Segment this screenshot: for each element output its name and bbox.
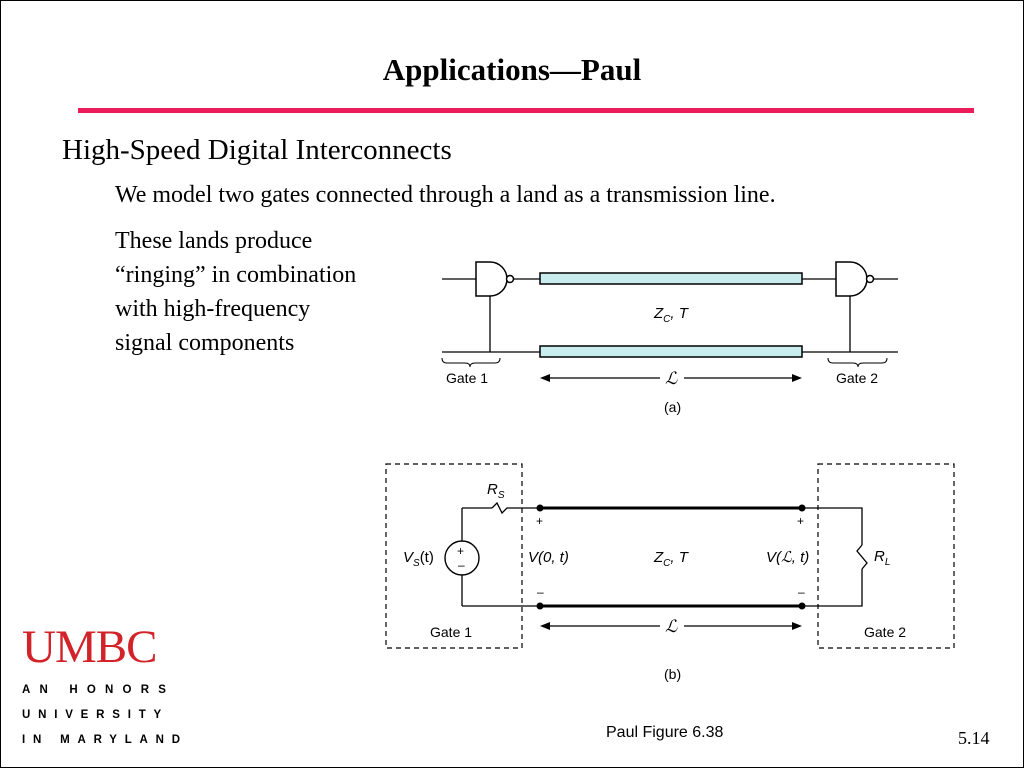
bullet-ringing-line: signal components (115, 330, 295, 356)
logo-tagline-1: AN HONORS (22, 684, 176, 696)
figure-a: ZC, T Gate 1 Gate 2 ℒ (a) (441, 261, 898, 415)
length-label: ℒ (665, 369, 678, 388)
v0-label: V(0, t) (528, 549, 569, 566)
logo-tagline-3: IN MARYLAND (22, 734, 188, 746)
rs-label: RS (487, 481, 505, 501)
bullet-ringing-line: “ringing” in combination (115, 262, 357, 288)
logo-tagline-2: UNIVERSITY (22, 709, 170, 721)
gate2-bracket (827, 357, 888, 368)
rl-label: RL (874, 548, 890, 568)
rl-resistor (856, 544, 868, 570)
vl-plus: + (797, 514, 804, 528)
length-arrow (540, 622, 802, 630)
gate1-label: Gate 1 (446, 370, 488, 386)
length-label: ℒ (665, 617, 678, 636)
bullet-model: We model two gates connected through a l… (115, 182, 776, 208)
line-parameters-label: ZC, T (653, 549, 690, 569)
line-parameters-label: ZC, T (653, 305, 690, 325)
node-bottom-left (536, 602, 544, 610)
nand-gate-1-icon (475, 261, 515, 297)
gate1-box (385, 463, 523, 649)
length-arrow (540, 374, 802, 382)
logo-wordmark: UMBC (22, 621, 157, 673)
load-bottom-wire (802, 569, 863, 607)
source-plus: + (457, 544, 464, 558)
vl-minus: – (798, 585, 805, 599)
v0-minus: – (537, 585, 544, 599)
gate2-box (817, 463, 955, 649)
part-a-label: (a) (664, 399, 681, 415)
part-b-label: (b) (664, 666, 681, 682)
gate2-label: Gate 2 (836, 370, 878, 386)
ground-land (539, 345, 803, 358)
vs-label: VS(t) (403, 549, 434, 569)
gate2-label: Gate 2 (864, 624, 906, 640)
source-minus: – (458, 558, 465, 572)
figure-b: + – RS RL VS(t) + – V(0, t) + – V(ℒ, t) … (385, 463, 955, 682)
slide-title: Applications—Paul (382, 52, 642, 87)
v0-plus: + (536, 514, 543, 528)
gate1-bracket (441, 357, 501, 368)
load-top-wire (802, 507, 863, 545)
section-heading: High-Speed Digital Interconnects (62, 134, 452, 166)
bullet-ringing-line: with high-frequency (115, 296, 311, 322)
vl-label: V(ℒ, t) (766, 549, 809, 566)
page-number: 5.14 (958, 728, 990, 748)
gate1-label: Gate 1 (430, 624, 472, 640)
node-top-left (536, 504, 544, 512)
bullet-ringing: These lands produce “ringing” in combina… (115, 224, 415, 360)
rs-resistor (491, 501, 540, 515)
voltage-source-icon (444, 540, 480, 576)
figure-caption: Paul Figure 6.38 (606, 724, 724, 741)
title-underline (78, 108, 974, 113)
bullet-ringing-line: These lands produce (115, 228, 313, 254)
signal-land (539, 272, 803, 285)
umbc-logo: UMBC AN HONORS UNIVERSITY IN MARYLAND (22, 621, 188, 752)
nand-gate-2-icon (835, 261, 875, 297)
